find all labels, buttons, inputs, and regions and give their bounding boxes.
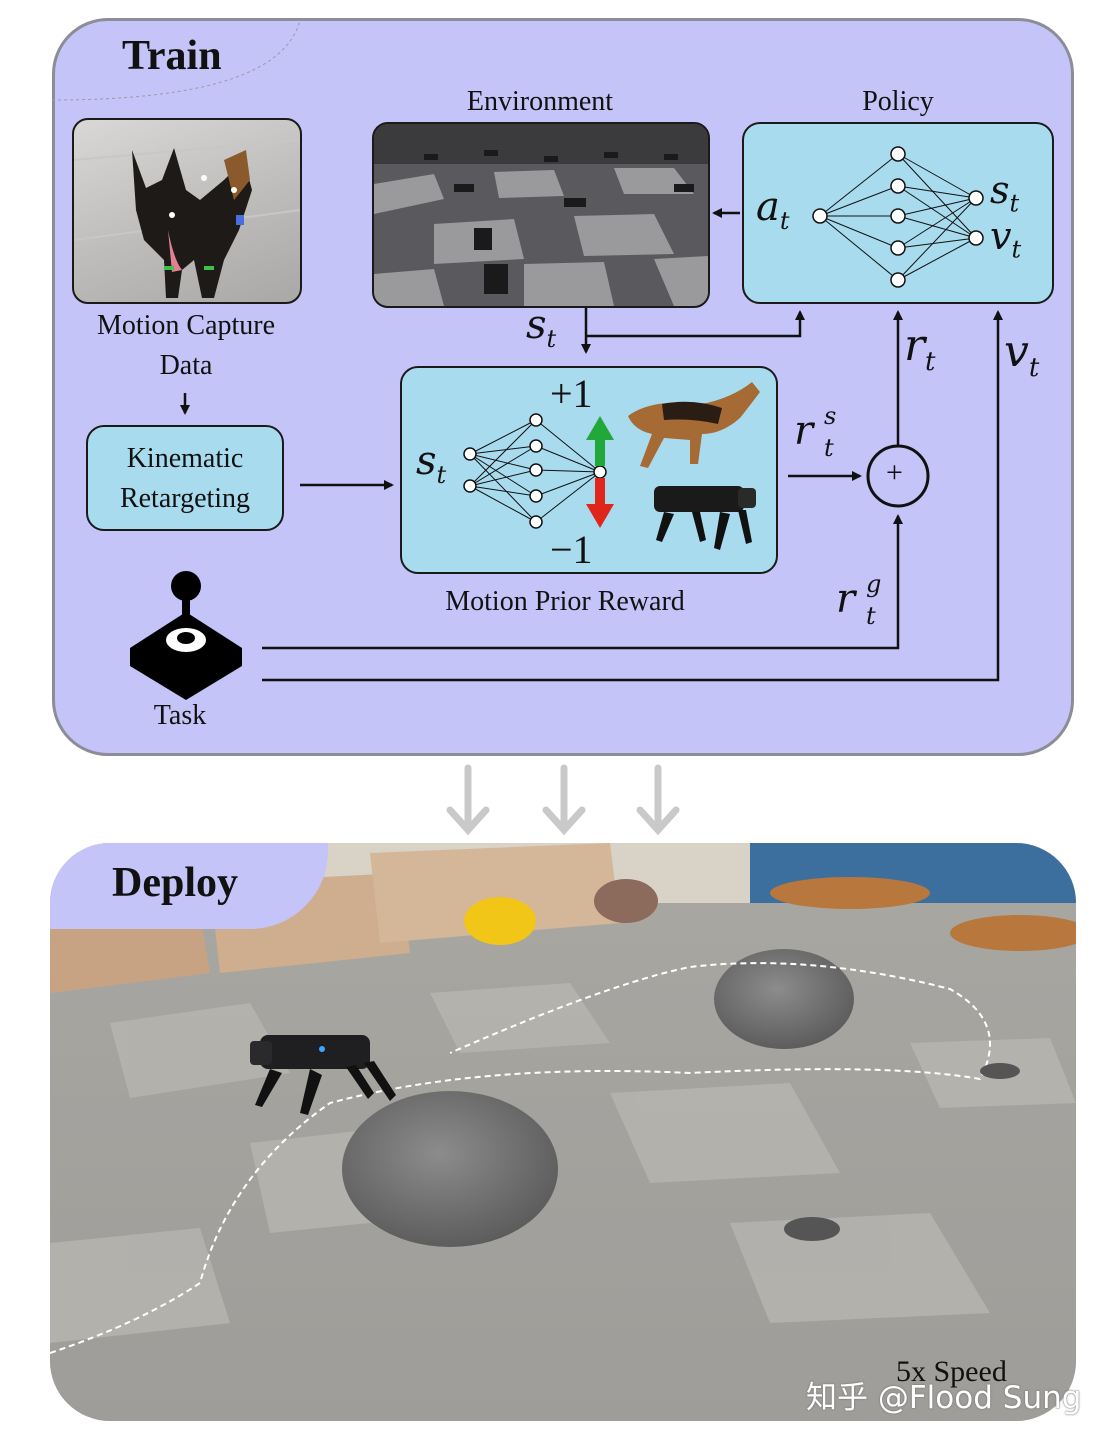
policy-network-box: at st vt xyxy=(742,122,1054,304)
dog-running-icon xyxy=(628,382,760,468)
grey-pouf-back xyxy=(714,949,854,1049)
motion-prior-box: st +1 −1 xyxy=(400,366,778,574)
minus-one-label: −1 xyxy=(550,527,593,572)
robot-path xyxy=(50,962,991,1354)
joystick-icon xyxy=(130,571,242,700)
grey-pouf-front xyxy=(342,1091,558,1247)
simulation-checkerboard-icon xyxy=(374,124,708,306)
policy-label: Policy xyxy=(862,86,934,117)
deploy-photo: Deploy 5x Speed xyxy=(50,843,1076,1421)
prior-state-symbol: st xyxy=(416,438,447,489)
train-diagram-connections xyxy=(51,19,1003,682)
brown-pouf xyxy=(594,879,658,923)
task-label: Task xyxy=(153,700,207,731)
floor-vent-icon xyxy=(980,1063,1020,1079)
motion-capture-photo xyxy=(72,118,302,304)
arrow-env-to-policy xyxy=(586,310,805,338)
table-icon xyxy=(770,877,930,909)
speed-label: 5x Speed xyxy=(896,1355,1007,1388)
deploy-scene xyxy=(50,843,1076,1421)
train-title: Train xyxy=(122,33,222,79)
reward-label: rt xyxy=(904,320,936,377)
state-label: st xyxy=(526,302,557,353)
mocap-label-line1: Motion Capture xyxy=(96,310,276,341)
robot-dog-icon xyxy=(654,486,756,550)
watermark: 知乎 @Flood Sung xyxy=(806,1380,1082,1416)
dog-icon xyxy=(74,139,300,298)
deploy-title: Deploy xyxy=(112,860,238,906)
value-label: vt xyxy=(1004,326,1040,383)
yellow-pouf xyxy=(464,897,536,945)
floor-vent-icon xyxy=(784,1217,840,1241)
arrow-down-red-icon xyxy=(586,478,614,528)
policy-state-symbol: st xyxy=(990,168,1020,218)
discriminator-network-icon xyxy=(463,382,760,550)
retarget-line2: Retargeting xyxy=(119,483,251,514)
motion-prior-label: Motion Prior Reward xyxy=(445,586,685,617)
mocap-label-line2: Data xyxy=(159,350,213,381)
environment-sim-image xyxy=(372,122,710,308)
kinematic-retargeting-box: Kinematic Retargeting xyxy=(86,425,284,531)
retarget-line1: Kinematic xyxy=(126,443,244,474)
arrow-task-to-sum xyxy=(262,514,903,650)
title-tab-outline xyxy=(51,19,301,101)
table-icon xyxy=(950,915,1076,951)
arrow-up-green-icon xyxy=(586,416,614,466)
deploy-title-tab xyxy=(50,843,328,929)
policy-network-icon xyxy=(812,146,984,288)
policy-value-symbol: vt xyxy=(990,214,1022,264)
robot-dog-icon xyxy=(250,1035,396,1115)
arrow-task-to-policy xyxy=(262,310,1003,682)
sum-symbol: + xyxy=(886,456,903,489)
transition-arrows xyxy=(446,764,680,836)
policy-action-symbol: at xyxy=(756,184,790,235)
environment-label: Environment xyxy=(466,86,614,117)
plus-one-label: +1 xyxy=(550,371,593,416)
